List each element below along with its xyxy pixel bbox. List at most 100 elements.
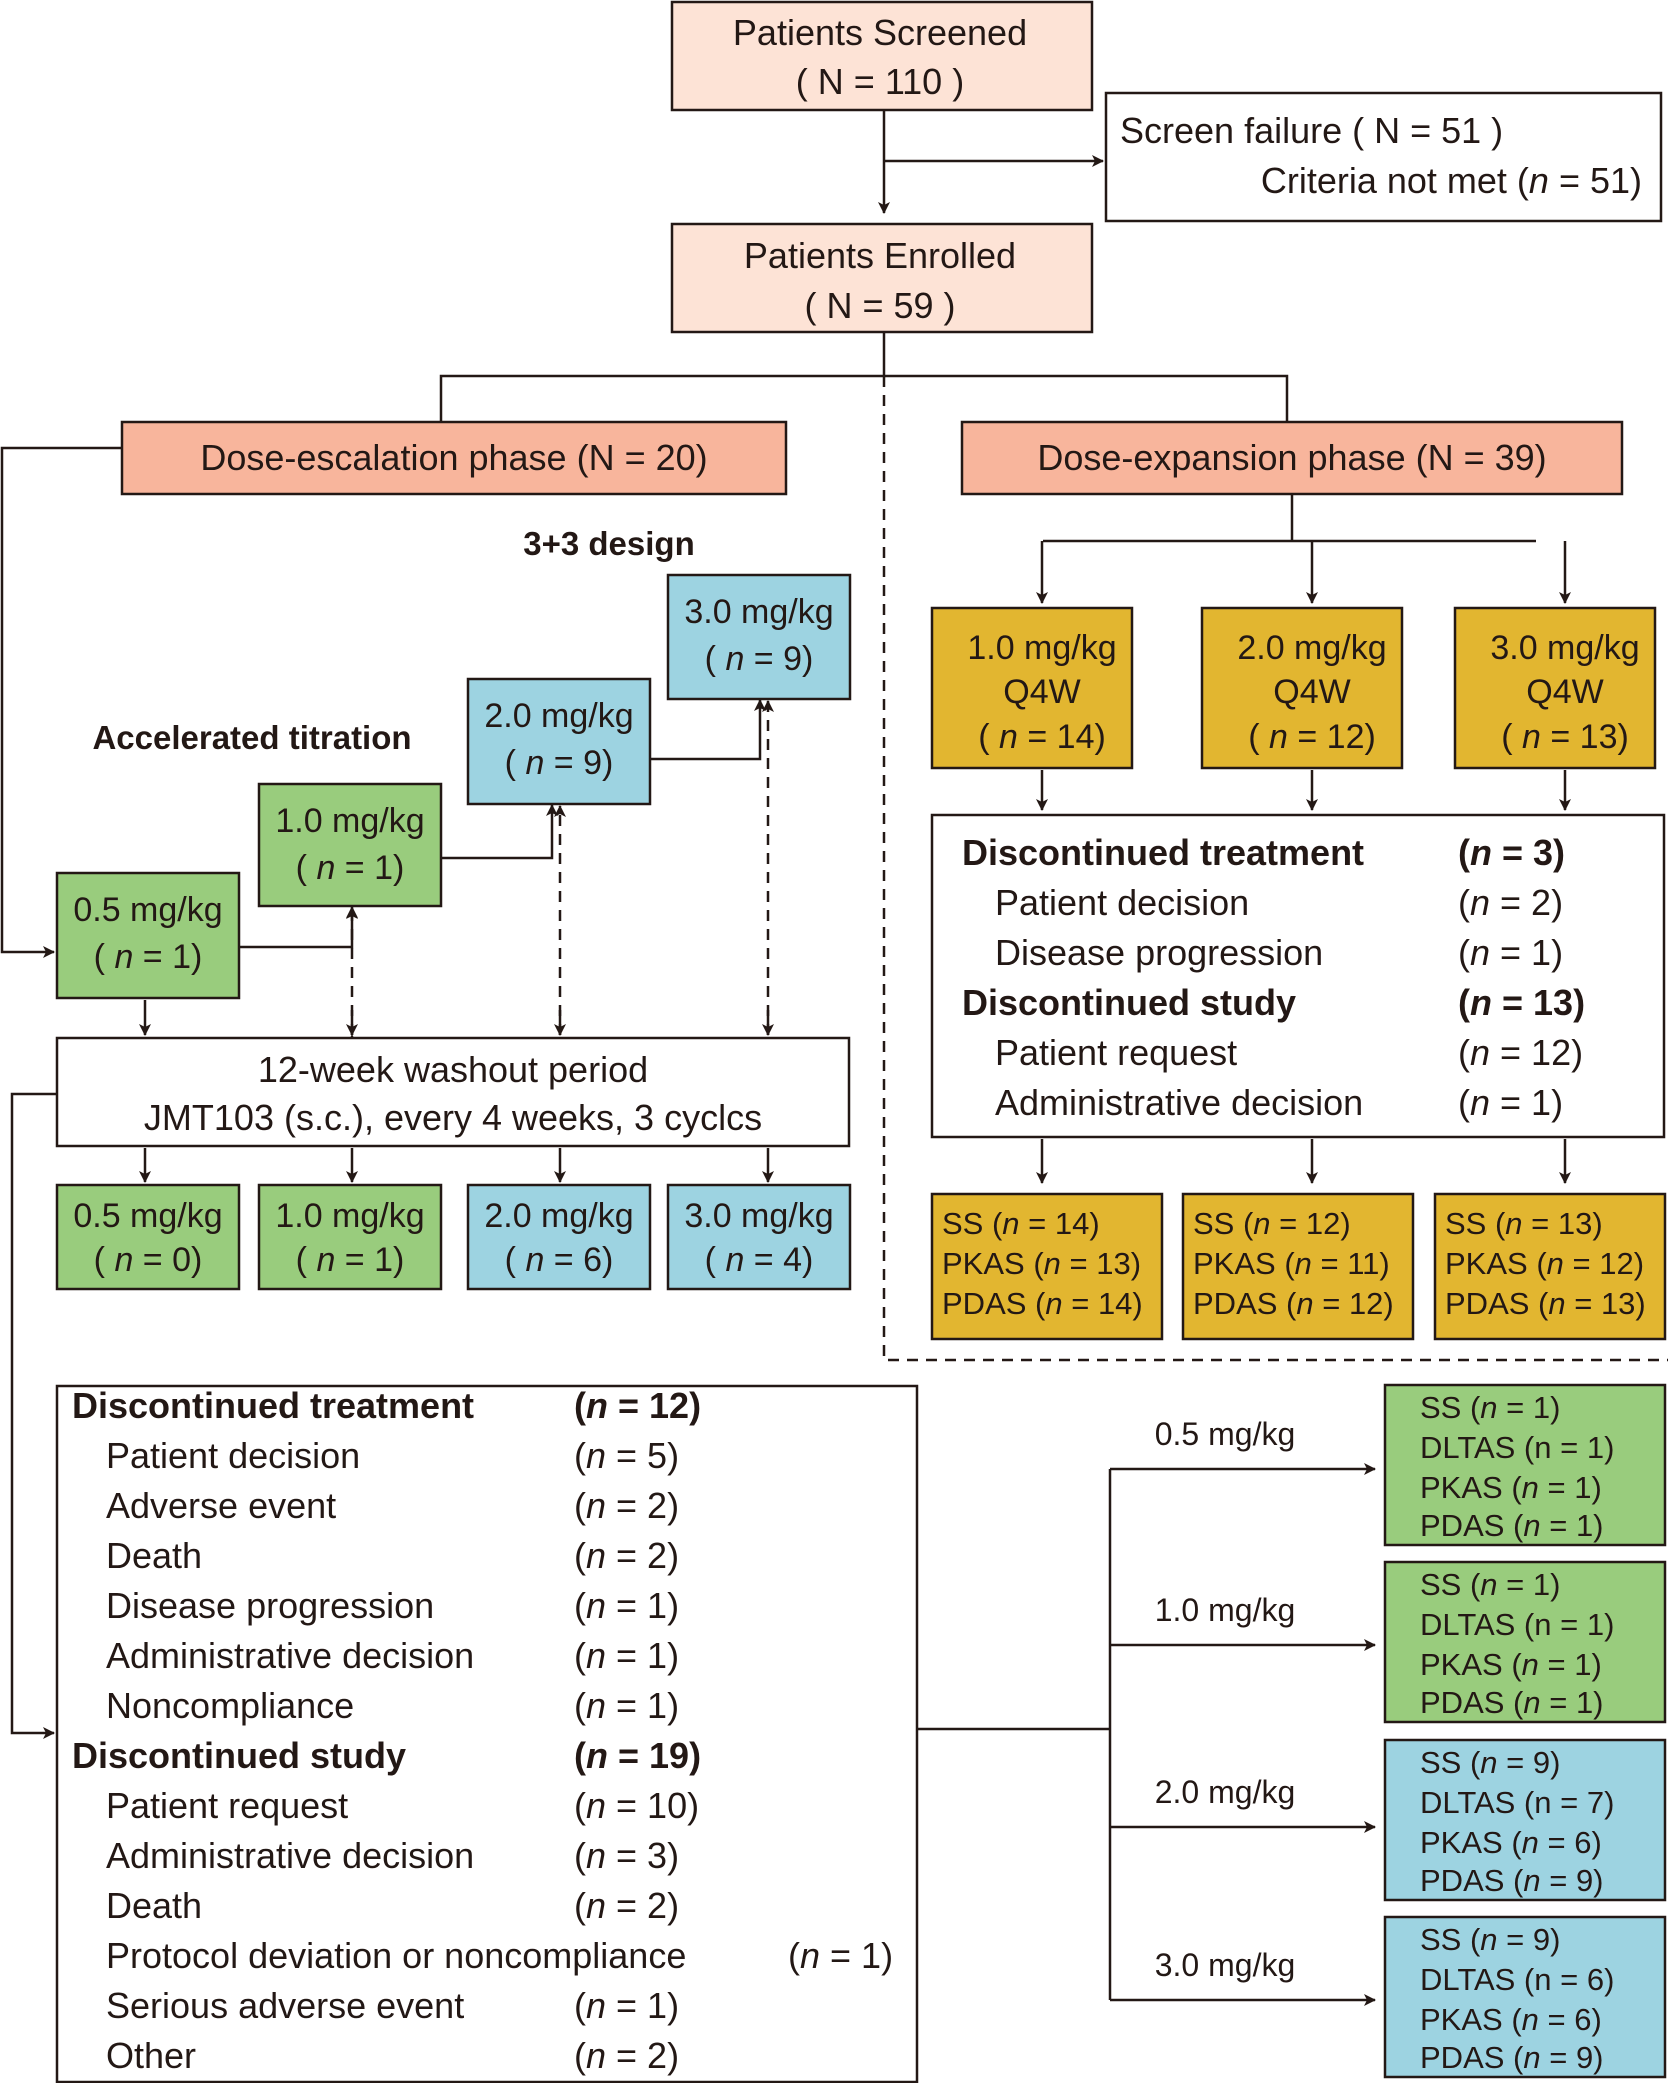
escalation-analysis-box bbox=[1383, 1560, 1667, 1724]
expansion-arm-freq: Q4W bbox=[1003, 673, 1080, 711]
dose-escalation-phase-label: Dose-escalation phase (N = 20) bbox=[200, 437, 707, 478]
analysis-ss: SS (n = 1) bbox=[1420, 1390, 1560, 1425]
escalation-dose-n: ( n = 1) bbox=[296, 849, 405, 887]
expansion-arm-dose: 2.0 mg/kg bbox=[1237, 629, 1386, 667]
expansion-arm-dose: 3.0 mg/kg bbox=[1490, 629, 1639, 667]
connector-line bbox=[884, 374, 1289, 422]
escalation-discontinued-n: (n = 3) bbox=[574, 1835, 679, 1876]
screen-failure-detail: Criteria not met (n = 51) bbox=[1261, 160, 1642, 201]
escalation-analysis-box bbox=[1383, 1738, 1667, 1902]
screen-failure-box bbox=[1104, 91, 1663, 223]
escalation-dose-n: ( n = 9) bbox=[705, 640, 814, 678]
escalation-discontinued-n: (n = 1) bbox=[574, 1635, 679, 1676]
expansion-analysis-pdas: PDAS (n = 13) bbox=[1445, 1286, 1646, 1321]
expansion-analysis-pdas: PDAS (n = 12) bbox=[1193, 1286, 1394, 1321]
washout-line1: 12-week washout period bbox=[258, 1049, 648, 1090]
escalation-discontinued-box bbox=[55, 1384, 919, 2083]
escalation-dose-n: ( n = 9) bbox=[505, 744, 614, 782]
escalation-discontinued-n: (n = 2) bbox=[574, 1535, 679, 1576]
expansion-analysis-pkas: PKAS (n = 13) bbox=[942, 1246, 1141, 1281]
accelerated-titration-label: Accelerated titration bbox=[92, 719, 411, 756]
escalation-dose-box bbox=[466, 677, 652, 806]
escalation-discontinued-n: (n = 12) bbox=[574, 1385, 701, 1426]
analysis-ss: SS (n = 1) bbox=[1420, 1567, 1560, 1602]
escalation-dose-box bbox=[55, 871, 241, 1000]
connectors bbox=[0, 110, 1668, 2006]
washout-dose-label: 2.0 mg/kg bbox=[484, 1197, 633, 1235]
escalation-dose-label: 3.0 mg/kg bbox=[684, 593, 833, 631]
escalation-dose-label: 0.5 mg/kg bbox=[73, 891, 222, 929]
expansion-discontinued-n: (n = 3) bbox=[1458, 832, 1565, 873]
escalation-analysis-box bbox=[1383, 1915, 1667, 2079]
expansion-arm-freq: Q4W bbox=[1526, 673, 1603, 711]
escalation-discontinued-label: Other bbox=[106, 2035, 196, 2076]
escalation-discontinued-n: (n = 1) bbox=[574, 1985, 679, 2026]
patients-screened-n: ( N = 110 ) bbox=[796, 61, 964, 102]
expansion-arm-box bbox=[930, 606, 1134, 770]
connector-line bbox=[439, 332, 886, 422]
washout-dose-n: ( n = 0) bbox=[94, 1241, 203, 1279]
expansion-discontinued-label: Discontinued treatment bbox=[962, 832, 1364, 873]
escalation-discontinued-n: (n = 19) bbox=[574, 1735, 701, 1776]
analysis-dose-label: 1.0 mg/kg bbox=[1155, 1592, 1296, 1628]
escalation-dose-box bbox=[666, 573, 852, 701]
washout-dose-label: 0.5 mg/kg bbox=[73, 1197, 222, 1235]
escalation-dose-label: 1.0 mg/kg bbox=[275, 802, 424, 840]
expansion-discontinued-label: Patient request bbox=[995, 1032, 1237, 1073]
analysis-dose-label: 2.0 mg/kg bbox=[1155, 1774, 1296, 1810]
expansion-analysis-ss: SS (n = 14) bbox=[942, 1206, 1100, 1241]
escalation-discontinued-n: (n = 2) bbox=[574, 1485, 679, 1526]
escalation-discontinued-label: Protocol deviation or noncompliance bbox=[106, 1935, 686, 1976]
washout-dose-label: 1.0 mg/kg bbox=[275, 1197, 424, 1235]
washout-dose-box bbox=[666, 1183, 852, 1291]
washout-dose-box bbox=[257, 1183, 443, 1291]
expansion-analysis-ss: SS (n = 12) bbox=[1193, 1206, 1351, 1241]
escalation-discontinued-label: Patient decision bbox=[106, 1435, 360, 1476]
analysis-pkas: PKAS (n = 1) bbox=[1420, 1647, 1602, 1682]
analysis-dose-label: 3.0 mg/kg bbox=[1155, 1947, 1296, 1983]
expansion-analysis-pkas: PKAS (n = 12) bbox=[1445, 1246, 1644, 1281]
dose-expansion-phase-box bbox=[960, 420, 1624, 496]
washout-dose-n: ( n = 4) bbox=[705, 1241, 814, 1279]
escalation-discontinued-label: Discontinued study bbox=[72, 1735, 406, 1776]
escalation-discontinued-label: Discontinued treatment bbox=[72, 1385, 474, 1426]
escalation-analysis-box bbox=[1383, 1383, 1667, 1547]
escalation-discontinued-label: Patient request bbox=[106, 1785, 348, 1826]
patients-enrolled-n: ( N = 59 ) bbox=[804, 285, 955, 326]
expansion-discontinued-n: (n = 1) bbox=[1458, 932, 1563, 973]
expansion-analysis-box bbox=[1181, 1192, 1415, 1341]
connector-line bbox=[0, 446, 122, 958]
patients-enrolled-box bbox=[670, 222, 1094, 334]
washout-box bbox=[55, 1036, 851, 1148]
escalation-dose-label: 2.0 mg/kg bbox=[484, 697, 633, 735]
escalation-dose-n: ( n = 1) bbox=[94, 938, 203, 976]
analysis-dltas: DLTAS (n = 6) bbox=[1420, 1962, 1614, 1997]
expansion-discontinued-n: (n = 13) bbox=[1458, 982, 1585, 1023]
screen-failure-title: Screen failure ( N = 51 ) bbox=[1120, 110, 1503, 151]
escalation-discontinued-n: (n = 5) bbox=[574, 1435, 679, 1476]
escalation-discontinued-label: Administrative decision bbox=[106, 1635, 474, 1676]
analysis-dltas: DLTAS (n = 7) bbox=[1420, 1785, 1614, 1820]
expansion-discontinued-label: Administrative decision bbox=[995, 1082, 1363, 1123]
dose-escalation-phase-box bbox=[120, 420, 788, 496]
analysis-ss: SS (n = 9) bbox=[1420, 1922, 1560, 1957]
design-3plus3-label: 3+3 design bbox=[523, 525, 695, 562]
escalation-discontinued-label: Disease progression bbox=[106, 1585, 434, 1626]
analysis-pkas: PKAS (n = 6) bbox=[1420, 1825, 1602, 1860]
washout-line2: JMT103 (s.c.), every 4 weeks, 3 cyclcs bbox=[144, 1097, 762, 1138]
washout-dose-box bbox=[55, 1183, 241, 1291]
escalation-discontinued-label: Administrative decision bbox=[106, 1835, 474, 1876]
expansion-arm-n: ( n = 12) bbox=[1248, 718, 1376, 756]
expansion-arm-box bbox=[1453, 606, 1657, 770]
escalation-discontinued-n: (n = 2) bbox=[574, 1885, 679, 1926]
patients-screened-title: Patients Screened bbox=[733, 12, 1027, 53]
patients-screened-box bbox=[670, 0, 1094, 112]
escalation-discontinued-label: Serious adverse event bbox=[106, 1985, 464, 2026]
expansion-discontinued-box bbox=[930, 813, 1666, 1139]
analysis-pdas: PDAS (n = 1) bbox=[1420, 1508, 1604, 1543]
connector-line bbox=[650, 699, 766, 761]
connector-line bbox=[239, 906, 358, 949]
expansion-discontinued-label: Disease progression bbox=[995, 932, 1323, 973]
washout-dose-box bbox=[466, 1183, 652, 1291]
